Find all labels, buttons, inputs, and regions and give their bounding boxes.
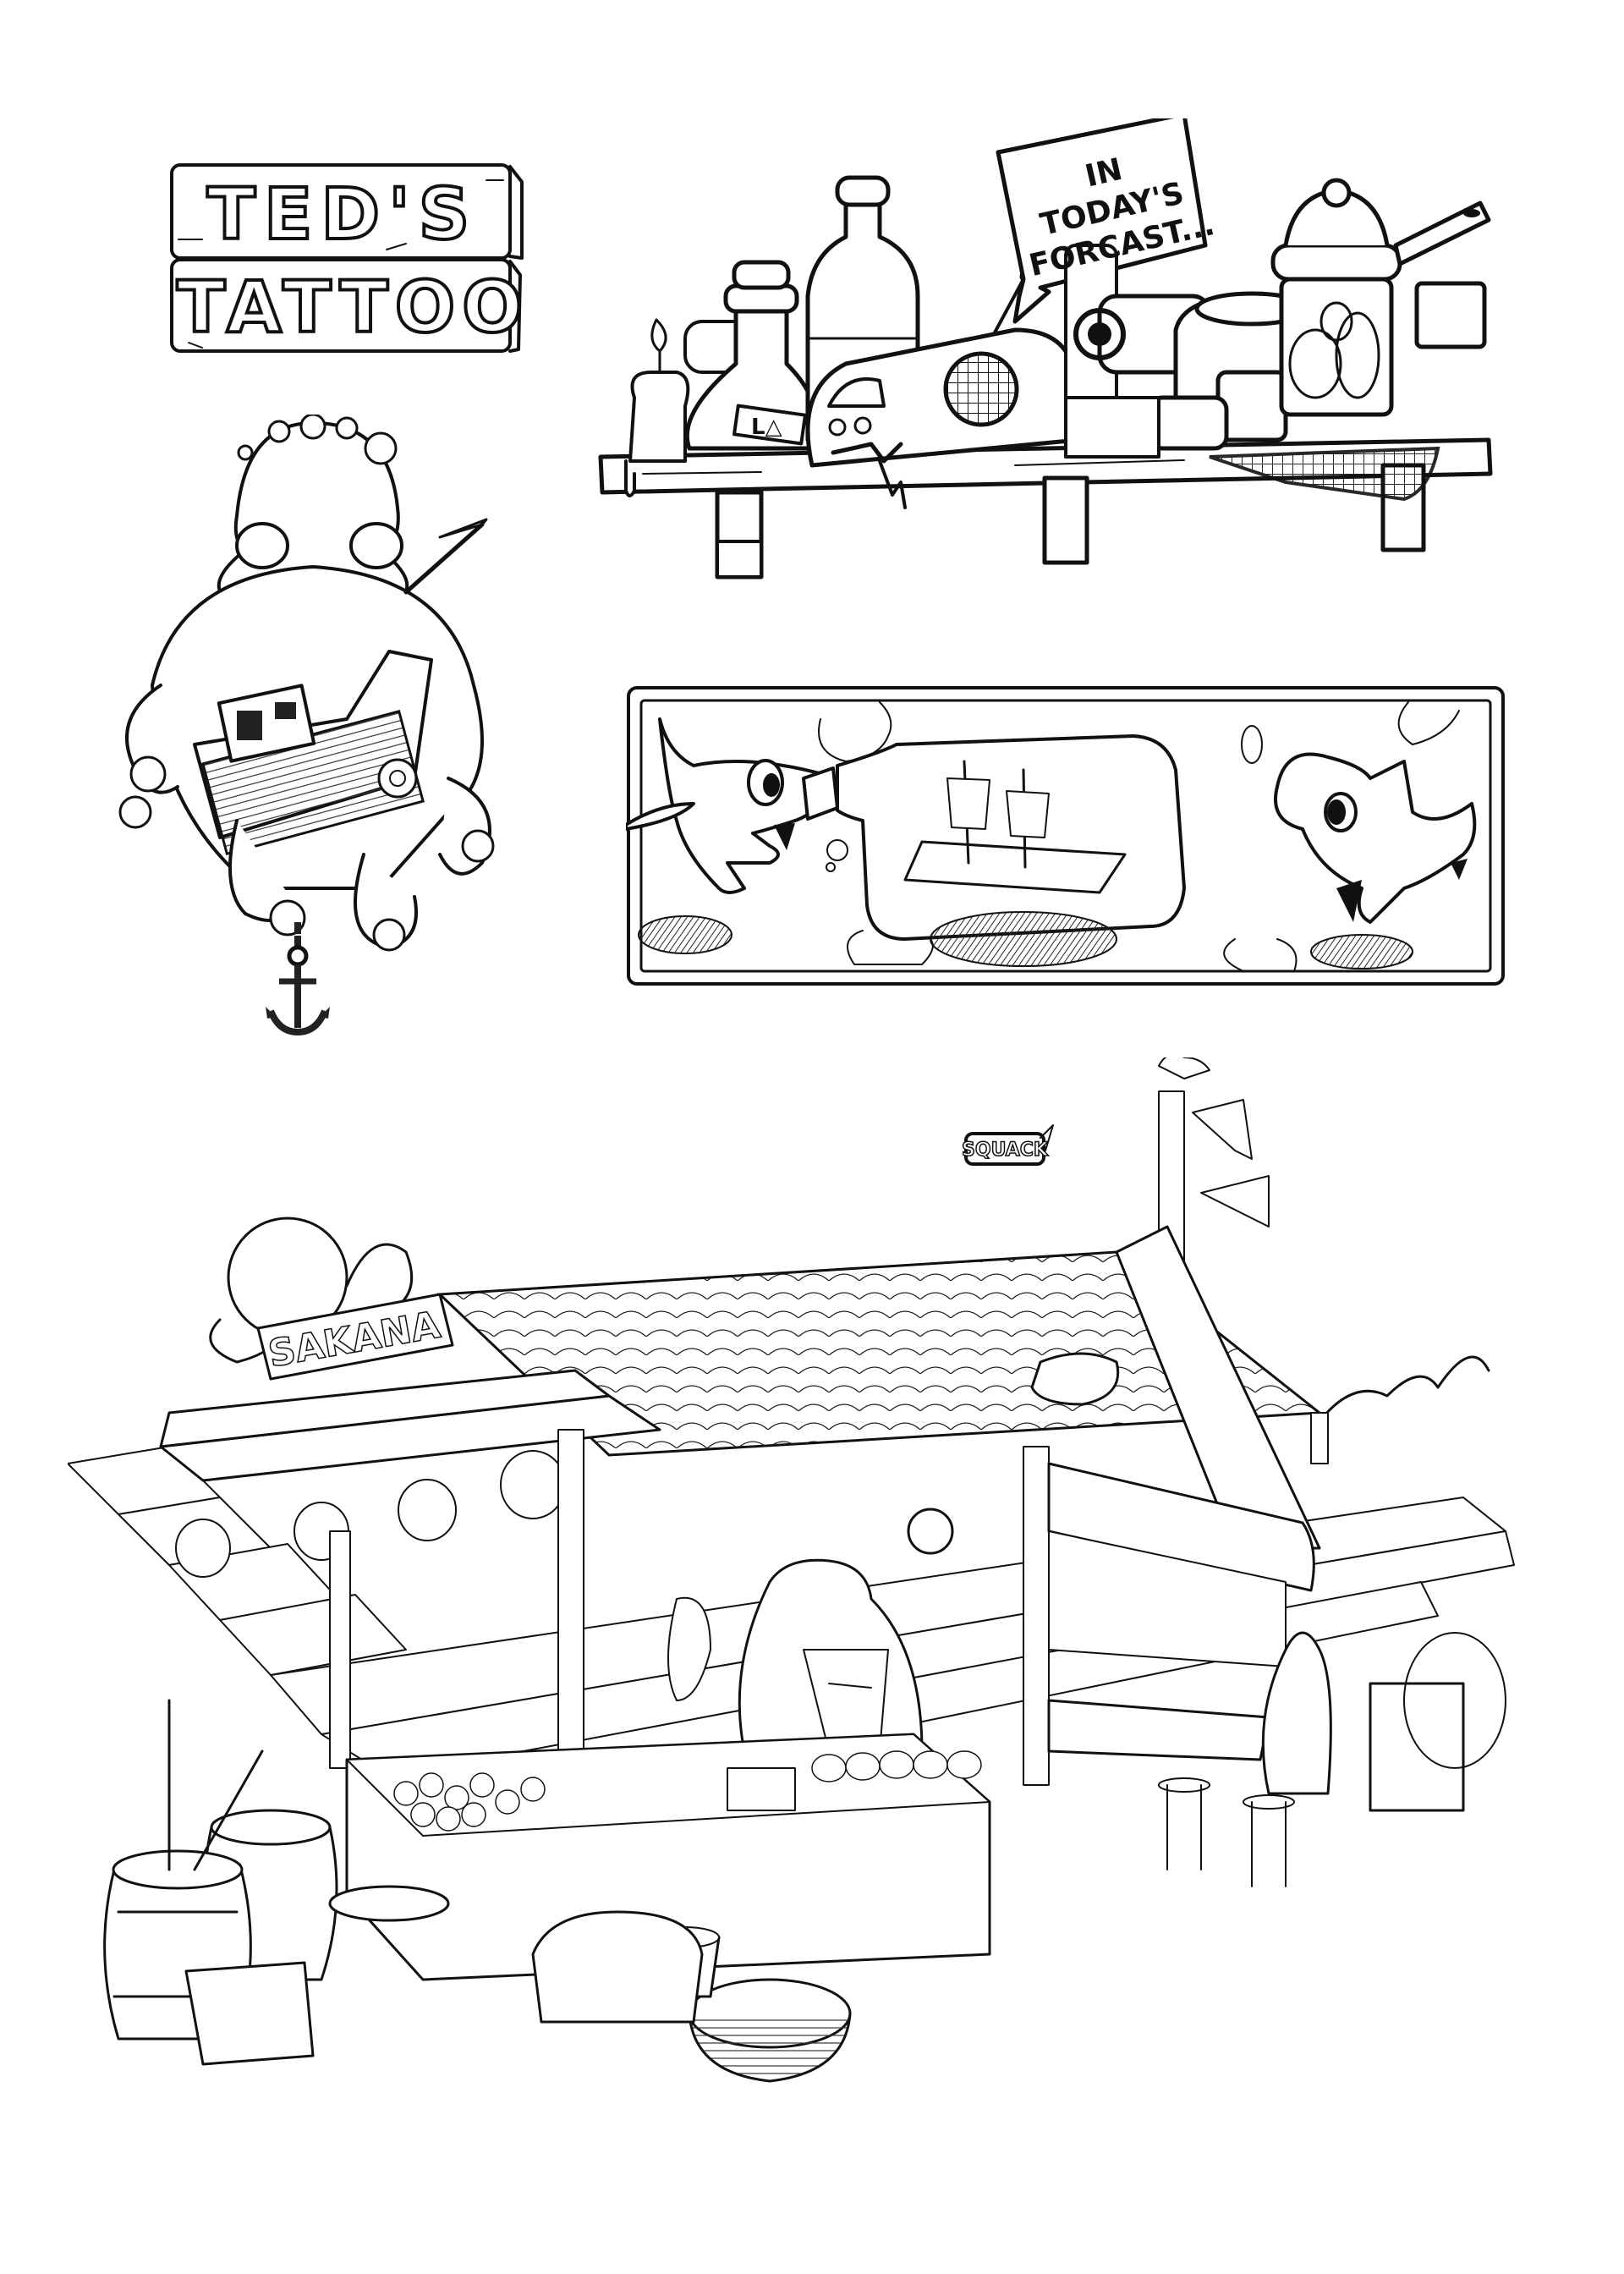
harpoon-icon (403, 518, 488, 595)
crab-basket (688, 1978, 852, 2083)
cat-customer (1261, 1631, 1332, 1795)
boat-icon (193, 650, 433, 856)
wooden-sign-boards (170, 163, 524, 353)
hammerhead-shark-icon (1274, 752, 1477, 969)
octopus-tattoo (110, 415, 516, 1091)
shark-head-decoration (1030, 1352, 1120, 1406)
squack-sound-effect: SQUACK (961, 1124, 1054, 1166)
life-ring-icon (377, 758, 418, 799)
octopus-roof-decoration (209, 1217, 414, 1364)
seafood-display-counter (345, 1733, 991, 1981)
sakana-shop-sign: SAKANA (256, 1293, 454, 1381)
noodle-bar (1047, 1530, 1506, 1887)
chalkboard-sign (1369, 1682, 1465, 1812)
vegetable-jar (1270, 178, 1402, 417)
shark-left-icon (626, 717, 839, 954)
octopus-drawing (118, 415, 495, 1036)
sign-line-2: TATTOO (175, 264, 529, 350)
seagull-icon (1158, 1057, 1210, 1079)
flask-label: L△ (751, 415, 782, 440)
striped-awning (1047, 1462, 1315, 1592)
fish-market-scene: SQUACK SAKANA (68, 1057, 1556, 2225)
svg-text:SQUACK: SQUACK (962, 1140, 1049, 1161)
sign-line-1: TED'S (206, 171, 479, 257)
anchor-icon (266, 922, 330, 1036)
hanging-scale-icon (907, 1508, 954, 1555)
hanging-squid (667, 1596, 711, 1701)
sea-panel-drawing (626, 686, 1505, 986)
sea-creatures-panel (626, 685, 1506, 990)
mast-post (1158, 1057, 1270, 1278)
shelf-illustration: L△ (592, 118, 1522, 601)
chimney-smoke (1318, 1355, 1490, 1423)
fish-market-drawing: SQUACK SAKANA (68, 1057, 1515, 2083)
fish-bone-apron-logo (828, 1683, 872, 1689)
life-ring-icon (1403, 1632, 1506, 1769)
shelf-drawing: L△ (598, 118, 1493, 579)
speech-bubble (996, 118, 1208, 324)
teds-tattoo-sign: TED'S TATTOO (165, 157, 537, 360)
paper-lanterns (175, 1450, 566, 1578)
ship-in-bottle-icon (802, 734, 1186, 967)
